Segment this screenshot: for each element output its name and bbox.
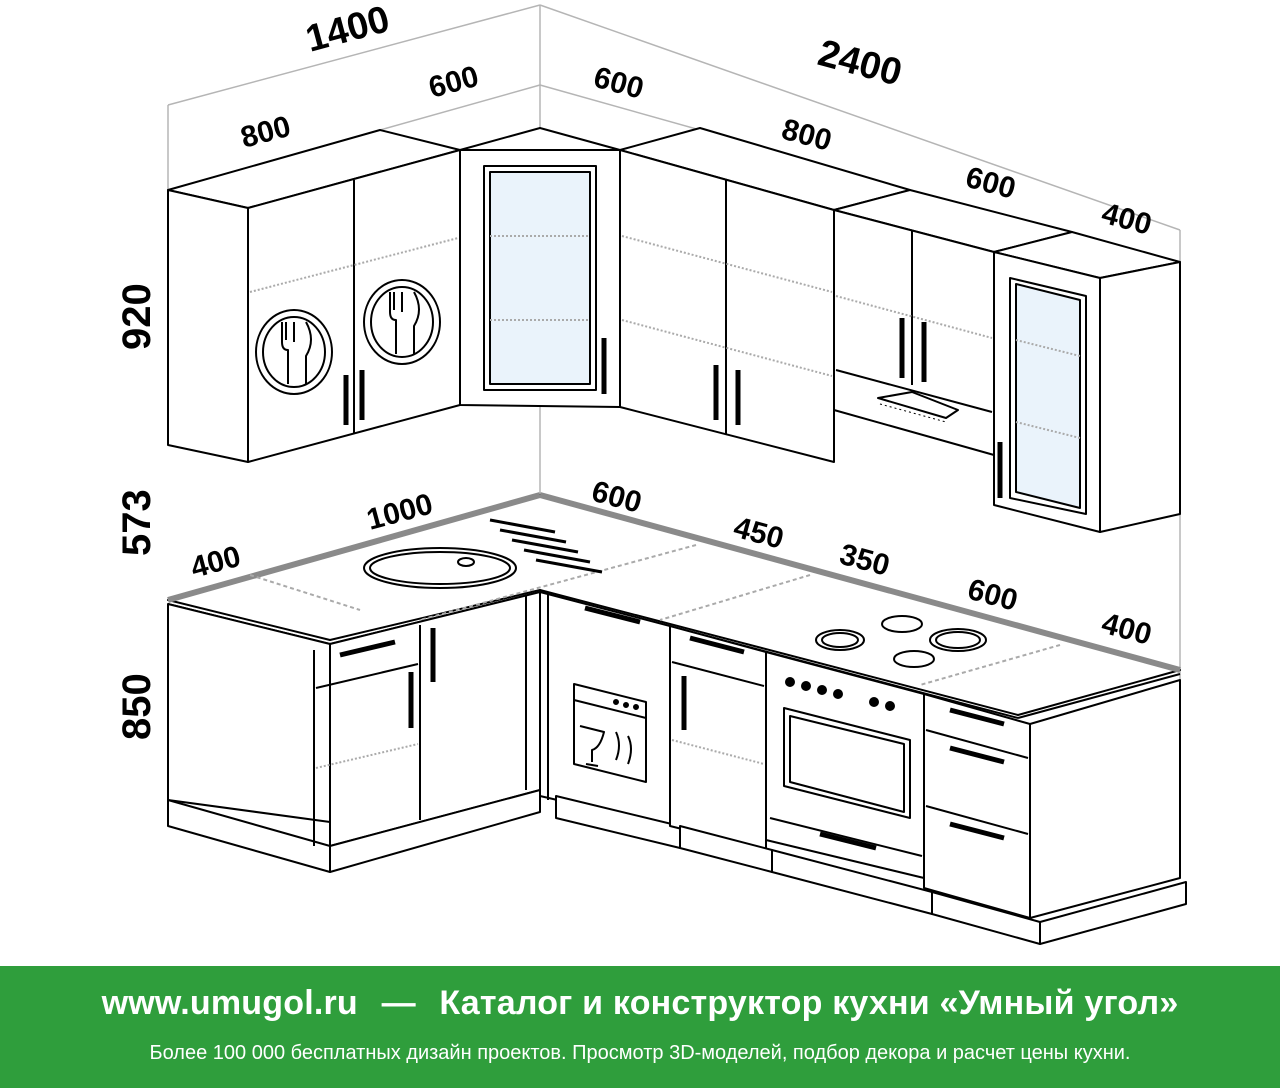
sink-drainer (363, 518, 603, 589)
upper-corner-cabinet (459, 127, 621, 408)
dim-height-gap: 573 (115, 489, 159, 556)
upper-left-cabinet (167, 129, 461, 463)
dim-upper-left: 800 (237, 110, 294, 155)
dim-upper-corner-left: 600 (425, 60, 482, 105)
dim-height-lower: 850 (115, 673, 159, 740)
oven-icon (765, 651, 933, 915)
dim-upper-hood: 600 (962, 161, 1019, 206)
banner-separator: — (381, 984, 416, 1022)
lower-left-cabinets (167, 591, 541, 873)
dishwasher-icon (573, 683, 647, 783)
upper-hood-cabinet (833, 189, 1073, 456)
promo-banner: www.umugol.ru — Каталог и конструктор ку… (0, 966, 1280, 1088)
site-link[interactable]: www.umugol.ru (101, 984, 358, 1022)
cutlery-plate-icon (363, 279, 441, 365)
banner-title: www.umugol.ru — Каталог и конструктор ку… (0, 984, 1280, 1023)
dim-upper-end: 400 (1098, 197, 1155, 242)
banner-heading: Каталог и конструктор кухни «Умный угол» (439, 984, 1179, 1022)
dim-height-upper: 920 (115, 283, 159, 350)
upper-middle-cabinet (619, 127, 911, 463)
dim-left-total: 1400 (301, 0, 394, 61)
banner-subtitle: Более 100 000 бесплатных дизайн проектов… (149, 1042, 1131, 1064)
cutlery-plate-icon (255, 309, 333, 395)
dim-lower-drawers: 400 (1098, 607, 1155, 652)
range-hood-icon (877, 391, 959, 423)
dim-upper-middle: 800 (778, 113, 835, 158)
upper-end-cabinet (993, 231, 1181, 533)
kitchen-diagram: 1400 2400 800 600 600 800 600 400 920 57… (115, 0, 1187, 945)
lower-cabinet-450 (669, 625, 773, 873)
lower-drawer-unit (923, 679, 1187, 945)
dim-right-total: 2400 (814, 32, 907, 94)
cooktop-burners-icon (815, 615, 987, 668)
dim-upper-corner-right: 600 (590, 61, 647, 106)
